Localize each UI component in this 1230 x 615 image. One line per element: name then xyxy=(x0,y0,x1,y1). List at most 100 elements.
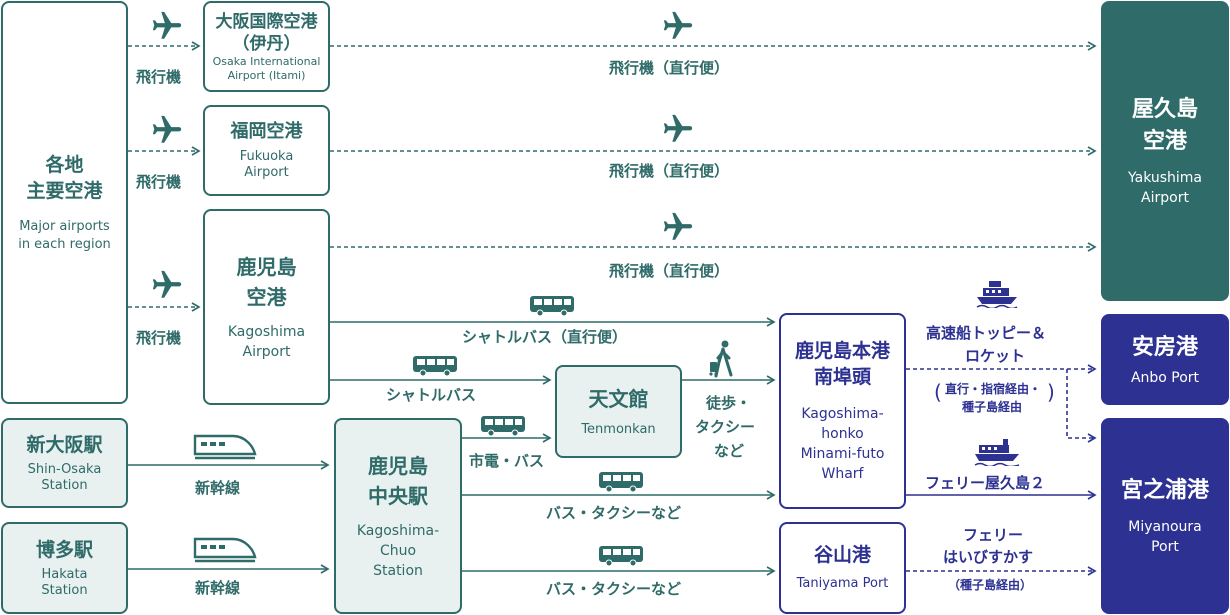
airplane-icon xyxy=(152,270,182,298)
airplane-icon xyxy=(663,212,693,240)
taniyama-box: 谷山港 Taniyama Port xyxy=(779,522,906,614)
ferry-hai-label-2: はいびすかす xyxy=(943,548,1034,566)
fukuoka-ja: 福岡空港 xyxy=(230,120,303,142)
kagoshima-chuo-ja-1: 鹿児島 xyxy=(368,454,428,478)
yakushima-airport-ja-1: 屋久島 xyxy=(1131,97,1198,122)
bus-taxi-label-1: バス・タクシーなど xyxy=(546,504,682,522)
shin-osaka-box: 新大阪駅 Shin-Osaka Station xyxy=(1,418,128,508)
airplane-icon xyxy=(663,11,693,39)
anbo-box: 安房港 Anbo Port xyxy=(1101,314,1229,405)
major-airports-box: 各地 主要空港 Major airports in each region xyxy=(1,1,128,404)
kagoshima-chuo-en-3: Station xyxy=(373,563,423,579)
honko-ja-1: 鹿児島本港 xyxy=(794,340,890,362)
highspeed-label-2: ロケット xyxy=(965,347,1026,365)
walk-taxi-label-1: 徒歩・ xyxy=(706,394,752,412)
highspeed-note-open: ( xyxy=(934,380,942,404)
kagoshima-chuo-en-2: Chuo xyxy=(379,543,417,559)
highspeed-note-2: 種子島経由 xyxy=(962,400,1023,414)
itami-ja-1: 大阪国際空港 xyxy=(215,11,318,32)
tenmonkan-box: 天文館 Tenmonkan xyxy=(555,365,682,458)
taniyama-en: Taniyama Port xyxy=(796,576,889,591)
miyanoura-en-2: Port xyxy=(1151,539,1179,555)
flight-label-fukuoka: 飛行機 xyxy=(136,173,182,191)
ship-icon xyxy=(976,281,1018,308)
miyanoura-box: 宮之浦港 Miyanoura Port xyxy=(1101,418,1229,614)
shin-osaka-ja: 新大阪駅 xyxy=(26,434,103,456)
hakata-box: 博多駅 Hakata Station xyxy=(1,522,128,614)
flight-direct-label-2: 飛行機（直行便） xyxy=(609,162,730,180)
kagoshima-airport-ja-2: 空港 xyxy=(246,285,287,309)
highspeed-label-1: 高速船トッピー＆ xyxy=(926,324,1047,342)
kagoshima-chuo-box: 鹿児島 中央駅 Kagoshima- Chuo Station xyxy=(334,418,462,614)
itami-en-1: Osaka International xyxy=(212,54,321,68)
bus-icon xyxy=(530,296,574,317)
major-airports-en-1: Major airports xyxy=(19,218,110,234)
kagoshima-chuo-ja-2: 中央駅 xyxy=(368,484,428,508)
yakushima-airport-en-2: Airport xyxy=(1141,190,1189,206)
hakata-en-1: Hakata xyxy=(41,567,88,582)
shin-osaka-en-1: Shin-Osaka xyxy=(27,462,102,477)
tenmonkan-en: Tenmonkan xyxy=(581,421,656,437)
itami-en-2: Airport (Itami) xyxy=(227,68,306,82)
ferry-icon xyxy=(974,439,1020,466)
route-honko-to-miyanoura-highspeed xyxy=(1066,369,1097,443)
flight-direct-label-1: 飛行機（直行便） xyxy=(609,59,730,77)
shuttle-direct-label: シャトルバス（直行便） xyxy=(462,328,628,346)
bus-icon xyxy=(413,356,457,377)
yakushima-airport-box: 屋久島 空港 Yakushima Airport xyxy=(1101,1,1229,301)
shinkansen-label-1: 新幹線 xyxy=(195,479,241,497)
tenmonkan-ja: 天文館 xyxy=(588,386,649,411)
ferry-yakushima-label: フェリー屋久島２ xyxy=(925,474,1046,492)
walker-icon xyxy=(709,340,733,378)
taniyama-ja: 谷山港 xyxy=(813,544,871,566)
shinkansen-icon xyxy=(193,537,257,563)
miyanoura-en-1: Miyanoura xyxy=(1128,519,1202,535)
fukuoka-box: 福岡空港 Fukuoka Airport xyxy=(203,105,330,196)
shinkansen-label-2: 新幹線 xyxy=(195,579,241,597)
ferry-hai-note: （種子島経由） xyxy=(948,578,1033,592)
flight-direct-label-3: 飛行機（直行便） xyxy=(609,262,730,280)
major-airports-ja-2: 主要空港 xyxy=(26,179,103,202)
hakata-en-2: Station xyxy=(41,583,88,598)
itami-box: 大阪国際空港 （伊丹） Osaka International Airport … xyxy=(203,1,330,92)
bus-icon xyxy=(599,472,643,493)
honko-en-2: honko xyxy=(821,426,864,442)
major-airports-ja-1: 各地 xyxy=(45,153,84,176)
shuttle-label: シャトルバス xyxy=(386,386,477,404)
kagoshima-airport-en-2: Airport xyxy=(242,344,291,360)
shin-osaka-en-2: Station xyxy=(41,478,88,493)
miyanoura-ja: 宮之浦港 xyxy=(1120,478,1209,503)
airplane-icon xyxy=(663,114,693,142)
airplane-icon xyxy=(152,115,182,143)
airplane-icon xyxy=(152,11,182,39)
hakata-ja: 博多駅 xyxy=(35,539,93,561)
honko-ja-2: 南埠頭 xyxy=(813,366,871,388)
highspeed-note-close: ) xyxy=(1047,380,1055,404)
honko-en-3: Minami-futo xyxy=(800,446,885,462)
walk-taxi-label-2: タクシー xyxy=(695,418,756,436)
kagoshima-airport-box: 鹿児島 空港 Kagoshima Airport xyxy=(203,209,330,405)
honko-en-1: Kagoshima- xyxy=(801,406,884,422)
flight-label-itami: 飛行機 xyxy=(136,68,182,86)
city-tram-bus-label: 市電・バス xyxy=(469,452,545,470)
fukuoka-en-1: Fukuoka xyxy=(239,148,294,164)
major-airports-en-2: in each region xyxy=(18,236,111,252)
bus-icon xyxy=(481,416,525,437)
bus-icon xyxy=(599,546,643,567)
shinkansen-icon xyxy=(193,434,257,460)
yakushima-airport-en-1: Yakushima xyxy=(1127,170,1203,186)
anbo-en: Anbo Port xyxy=(1130,369,1200,386)
kagoshima-airport-en-1: Kagoshima xyxy=(227,324,306,340)
bus-taxi-label-2: バス・タクシーなど xyxy=(546,580,682,598)
honko-en-4: Wharf xyxy=(821,466,864,482)
flight-label-kagoshima: 飛行機 xyxy=(136,329,182,347)
kagoshima-chuo-en-1: Kagoshima- xyxy=(356,523,440,539)
anbo-ja: 安房港 xyxy=(1131,334,1198,360)
yakushima-airport-ja-2: 空港 xyxy=(1142,129,1187,154)
highspeed-note-1: 直行・指宿経由・ xyxy=(945,382,1042,396)
honko-box: 鹿児島本港 南埠頭 Kagoshima- honko Minami-futo W… xyxy=(779,313,906,509)
itami-ja-2: （伊丹） xyxy=(232,33,301,54)
fukuoka-en-2: Airport xyxy=(244,164,289,180)
walk-taxi-label-3: など xyxy=(714,442,745,460)
